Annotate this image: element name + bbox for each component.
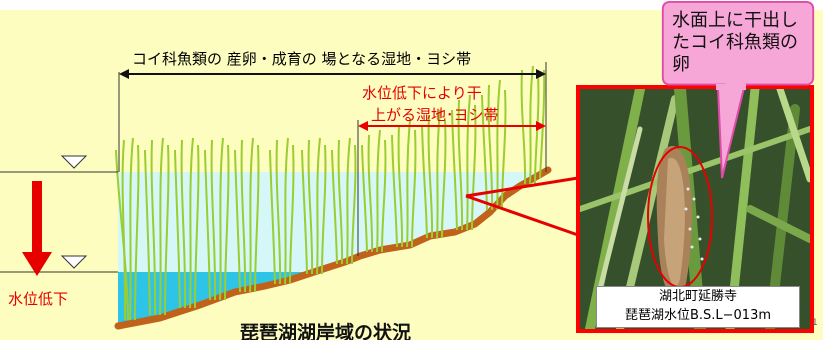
decline-area-label-line2: 上がる湿地･ヨシ帯 [371,106,499,124]
reed-clump [174,137,200,309]
pointer-line-upper [465,176,579,198]
caption-water-level: 琵琶湖水位B.S.L−013m [624,308,772,323]
photo-caption: 湖北町延勝寺 琵琶湖水位B.S.L−013m [596,286,800,328]
span-label: コイ科魚類の 産卵・成育の 場となる湿地・ヨシ帯 [132,50,472,68]
reed-clump [421,109,447,239]
reed-clump [269,137,295,285]
span-arrow-right-head-icon [536,69,546,79]
page-number: 1 [812,318,818,328]
water-drop-arrow-icon [22,252,52,276]
reed-clump [204,137,230,301]
high-water-marker-icon [60,155,88,169]
caption-location: 湖北町延勝寺 [658,289,737,304]
reed-clump [361,129,387,253]
span-arrow-left-head-icon [119,69,129,79]
low-water-marker-icon [60,255,88,269]
water-drop-arrow-shaft [32,181,42,255]
reed-clump [144,137,170,316]
decline-area-label-line1: 水位低下により干 [362,84,482,102]
reed-clump [391,119,417,248]
reed-clump [234,137,260,293]
diagram-title: 琵琶湖湖岸域の状況 [240,322,412,340]
decline-arrow-right-head-icon [536,121,546,131]
reed-bed [115,65,546,321]
reed-clump [301,137,327,275]
reed-clump [481,79,507,211]
callout-bubble [661,0,815,94]
reed-clump [115,137,140,321]
decline-arrow-left-head-icon [358,121,368,131]
callout-text: 水面上に干出したコイ科魚類の卵 [672,10,798,75]
water-drop-label: 水位低下 [8,290,69,308]
top-white-band [0,0,823,10]
pointer-line-lower [465,194,579,237]
reed-clump [451,94,477,231]
reed-clump [331,137,357,265]
